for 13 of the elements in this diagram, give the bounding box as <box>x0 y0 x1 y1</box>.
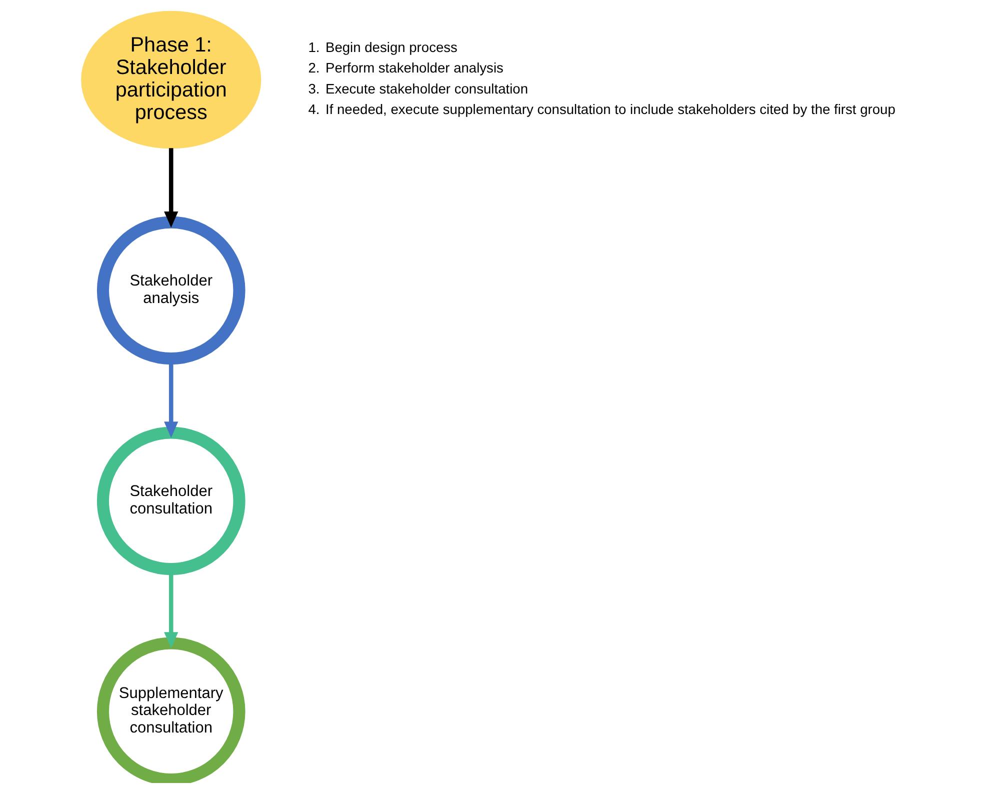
node-circle: Stakeholder analysis <box>96 216 246 365</box>
label: If needed, execute supplementary consultation to include stakeholders cited by the first group <box>326 102 896 118</box>
arrow <box>164 148 178 228</box>
node-circle: Stakeholder consultation <box>96 426 246 576</box>
label: Begin design process <box>326 40 458 55</box>
label: Perform stakeholder analysis <box>326 60 504 76</box>
label: 2. <box>308 60 320 76</box>
label: 1. <box>308 40 320 55</box>
node-circle: Supplementary stakeholder consultation <box>96 637 246 783</box>
node-ellipse: Phase 1: Stakeholder participation process <box>81 10 262 149</box>
label: 3. <box>308 81 320 96</box>
label: Execute stakeholder consultation <box>326 81 528 96</box>
label: 4. <box>308 102 320 118</box>
